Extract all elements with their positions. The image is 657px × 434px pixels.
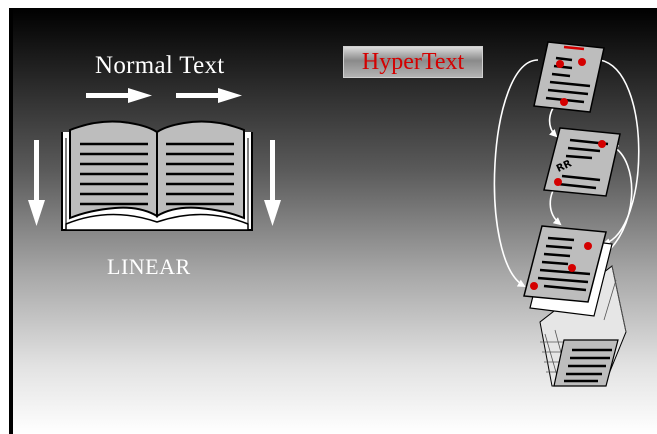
hypertext-badge: HyperText — [343, 46, 483, 78]
hyperlink-dot — [568, 264, 576, 272]
document-stack-icon — [539, 265, 627, 387]
hypertext-label: HyperText — [361, 49, 465, 75]
left-edge-bar — [9, 8, 13, 434]
arrow-down-icon — [28, 140, 45, 226]
hyperlink-dot — [530, 282, 538, 290]
hyperlink-dot — [560, 98, 568, 106]
hyperlink-dot — [554, 178, 562, 186]
book-icon — [61, 120, 253, 231]
arrow-down-icon — [264, 140, 281, 226]
document-page-icon — [523, 225, 613, 317]
arrow-right-icon — [86, 88, 152, 103]
arrow-right-icon — [176, 88, 242, 103]
hyperlink-dot — [578, 58, 586, 66]
hyperlink-dot — [584, 242, 592, 250]
hyperlink-dot — [556, 60, 564, 68]
hyperlink-dot — [598, 140, 606, 148]
document-page-icon — [533, 41, 605, 113]
normal-text-label: Normal Text — [95, 52, 225, 79]
linear-label: LINEAR — [107, 254, 191, 279]
document-page-icon: RR — [543, 127, 621, 197]
hyperlink-arrows — [493, 59, 640, 287]
